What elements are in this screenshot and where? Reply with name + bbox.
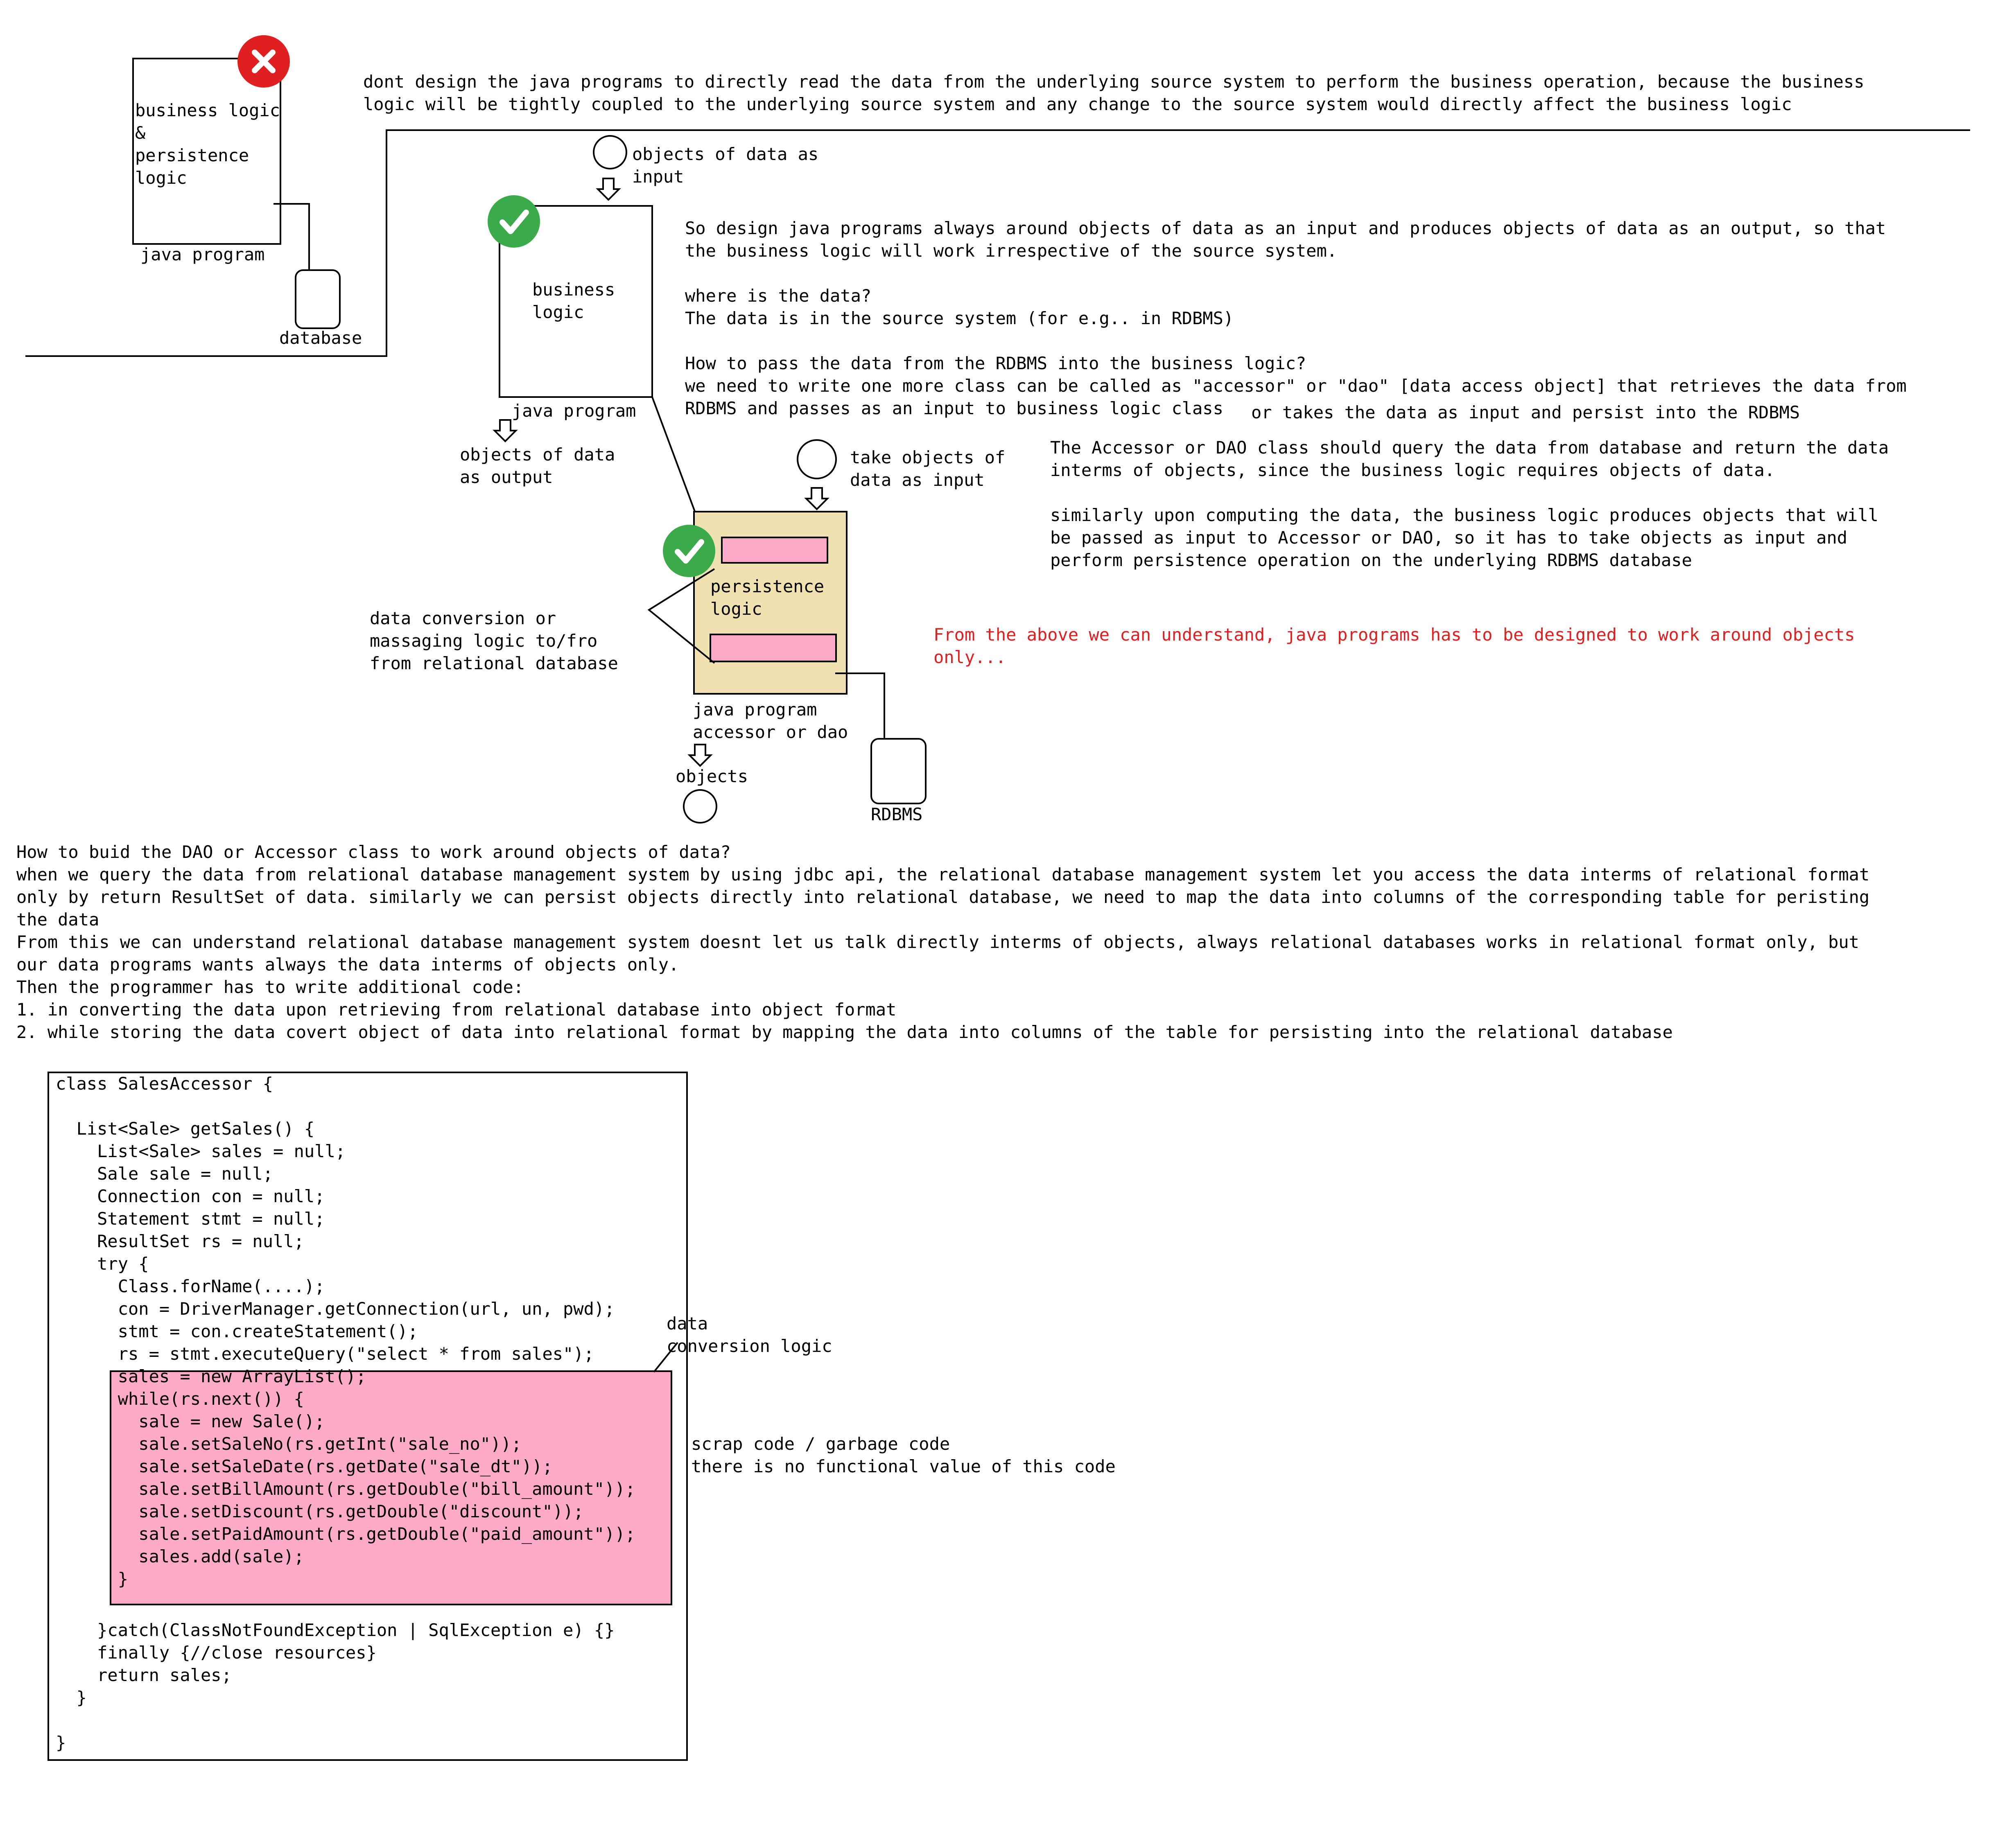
box2-label: java program [512, 401, 636, 421]
take-objects-label: take objects of data as input [850, 447, 1006, 490]
check-icon [663, 525, 715, 577]
objects-circle [683, 789, 717, 824]
conclusion-note: From the above we can understand, java p… [933, 625, 1855, 667]
output-arrow [494, 419, 517, 442]
design-note-tail: or takes the data as input and persist i… [1251, 402, 1800, 422]
box1-db-connector [273, 203, 310, 270]
rdbms-cylinder [870, 738, 927, 804]
take-objects-arrow [805, 487, 828, 510]
box1-label: java program [140, 244, 265, 264]
box3-label: java program accessor or dao [693, 700, 848, 742]
code-highlight [110, 1370, 672, 1605]
business-logic-text: business logic [532, 280, 615, 322]
scrap-note: scrap code / garbage code there is no fu… [691, 1434, 1116, 1476]
take-objects-circle [797, 439, 837, 479]
dao-pink-bar-top [721, 537, 828, 564]
code-bottom: }catch(ClassNotFoundException | SqlExcep… [56, 1620, 615, 1753]
persistence-text: persistence logic [710, 576, 825, 619]
objects-arrow [689, 744, 712, 767]
conversion-callout-lines [647, 568, 715, 664]
objects-label: objects [676, 766, 748, 786]
separator-line [25, 129, 1970, 357]
code-callout-line [653, 1342, 678, 1373]
cross-icon [237, 35, 290, 88]
check-icon [488, 195, 540, 248]
input-arrow [597, 178, 620, 201]
conversion-callout: data conversion logic [667, 1313, 832, 1356]
design-note: So design java programs always around ob… [685, 218, 1907, 418]
dao-pink-bar-bottom [710, 634, 837, 662]
rdbms-label: RDBMS [871, 804, 923, 824]
conversion-label: data conversion or massaging logic to/fr… [370, 608, 618, 673]
box1-text: business logic & persistence logic [135, 100, 280, 188]
code-top: class SalesAccessor { List<Sale> getSale… [56, 1074, 615, 1364]
input-objects-circle [593, 135, 627, 169]
logic-to-dao-connector [651, 397, 696, 513]
input-label: objects of data as input [632, 144, 819, 187]
database-cylinder [295, 269, 341, 329]
bad-design-note: dont design the java programs to directl… [363, 72, 1865, 114]
output-label: objects of data as output [460, 445, 615, 487]
java-program-box-bad [132, 58, 281, 245]
code-highlighted: sales = new ArrayList(); while(rs.next()… [118, 1366, 636, 1589]
database-label: database [279, 328, 362, 348]
accessor-note: The Accessor or DAO class should query t… [1050, 438, 1889, 570]
explanation-text: How to buid the DAO or Accessor class to… [16, 842, 1870, 1042]
dao-rdbms-connector [835, 673, 885, 739]
